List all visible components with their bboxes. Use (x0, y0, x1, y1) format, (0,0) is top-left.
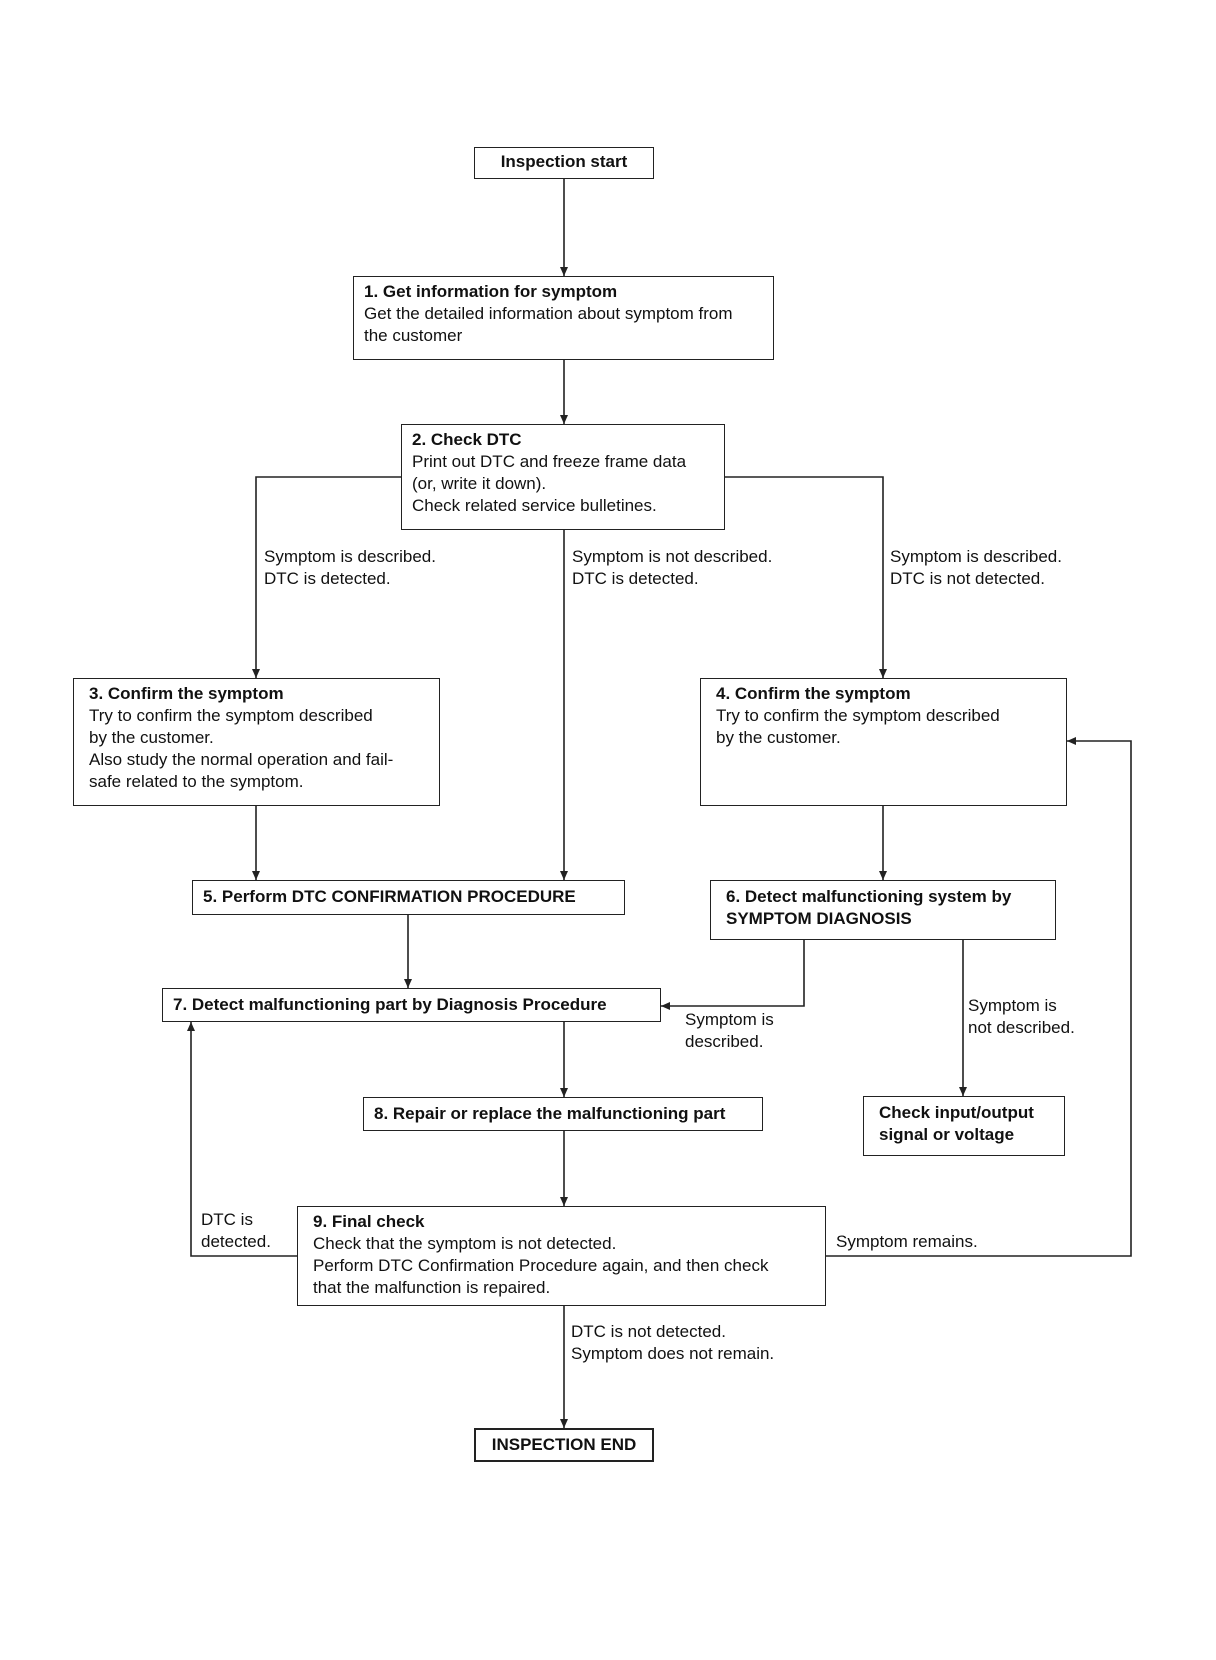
inspection-end-label: INSPECTION END (491, 1435, 637, 1454)
step-2-title: 2. Check DTC (412, 430, 522, 449)
label-right-branch: Symptom is described. DTC is not detecte… (890, 547, 1062, 588)
inspection-start-box: Inspection start (474, 147, 654, 179)
step-3-box: 3. Confirm the symptom Try to confirm th… (73, 678, 440, 806)
step-6-box: 6. Detect malfunctioning system by SYMPT… (710, 880, 1056, 940)
step-4-title: 4. Confirm the symptom (716, 684, 911, 703)
inspection-end-box: INSPECTION END (474, 1428, 654, 1462)
step-3-title: 3. Confirm the symptom (89, 684, 284, 703)
step-9-title: 9. Final check (313, 1212, 425, 1231)
step-4-body: Try to confirm the symptom described by … (716, 706, 1000, 747)
step-2-body: Print out DTC and freeze frame data (or,… (412, 452, 687, 515)
step-4-box: 4. Confirm the symptom Try to confirm th… (700, 678, 1067, 806)
label-s6-to-check-io: Symptom is not described. (968, 996, 1075, 1037)
step-6-title: 6. Detect malfunctioning system by SYMPT… (726, 887, 1012, 928)
step-7-box: 7. Detect malfunctioning part by Diagnos… (162, 988, 661, 1022)
check-io-box: Check input/output signal or voltage (863, 1096, 1065, 1156)
inspection-start-label: Inspection start (500, 152, 628, 171)
step-9-body: Check that the symptom is not detected. … (313, 1234, 769, 1297)
label-s9-to-end: DTC is not detected. Symptom does not re… (571, 1322, 775, 1363)
step-1-box: 1. Get information for symptom Get the d… (353, 276, 774, 360)
step-1-body: Get the detailed information about sympt… (364, 304, 733, 345)
step-7-title: 7. Detect malfunctioning part by Diagnos… (173, 995, 607, 1014)
step-8-title: 8. Repair or replace the malfunctioning … (374, 1104, 726, 1123)
step-8-box: 8. Repair or replace the malfunctioning … (363, 1097, 763, 1131)
label-left-branch: Symptom is described. DTC is detected. (264, 547, 436, 588)
label-s6-to-s7: Symptom is described. (685, 1010, 774, 1051)
label-middle-branch: Symptom is not described. DTC is detecte… (572, 547, 773, 588)
step-9-box: 9. Final check Check that the symptom is… (297, 1206, 826, 1306)
arrow-s6-to-s7 (661, 940, 805, 1010)
check-io-title: Check input/output signal or voltage (879, 1103, 1034, 1144)
arrow-s9-to-s4 (826, 737, 1132, 1257)
label-s9-to-s7: DTC is detected. (201, 1210, 271, 1251)
arrow-s2-to-s4 (724, 476, 887, 678)
step-2-box: 2. Check DTC Print out DTC and freeze fr… (401, 424, 725, 530)
arrow-s2-to-s3 (252, 476, 401, 678)
step-5-title: 5. Perform DTC CONFIRMATION PROCEDURE (203, 887, 576, 906)
arrow-s9-to-s7 (187, 1022, 297, 1257)
step-1-title: 1. Get information for symptom (364, 282, 618, 301)
label-s9-to-s4: Symptom remains. (836, 1232, 978, 1251)
step-5-box: 5. Perform DTC CONFIRMATION PROCEDURE (192, 880, 625, 915)
step-3-body: Try to confirm the symptom described by … (89, 706, 394, 791)
